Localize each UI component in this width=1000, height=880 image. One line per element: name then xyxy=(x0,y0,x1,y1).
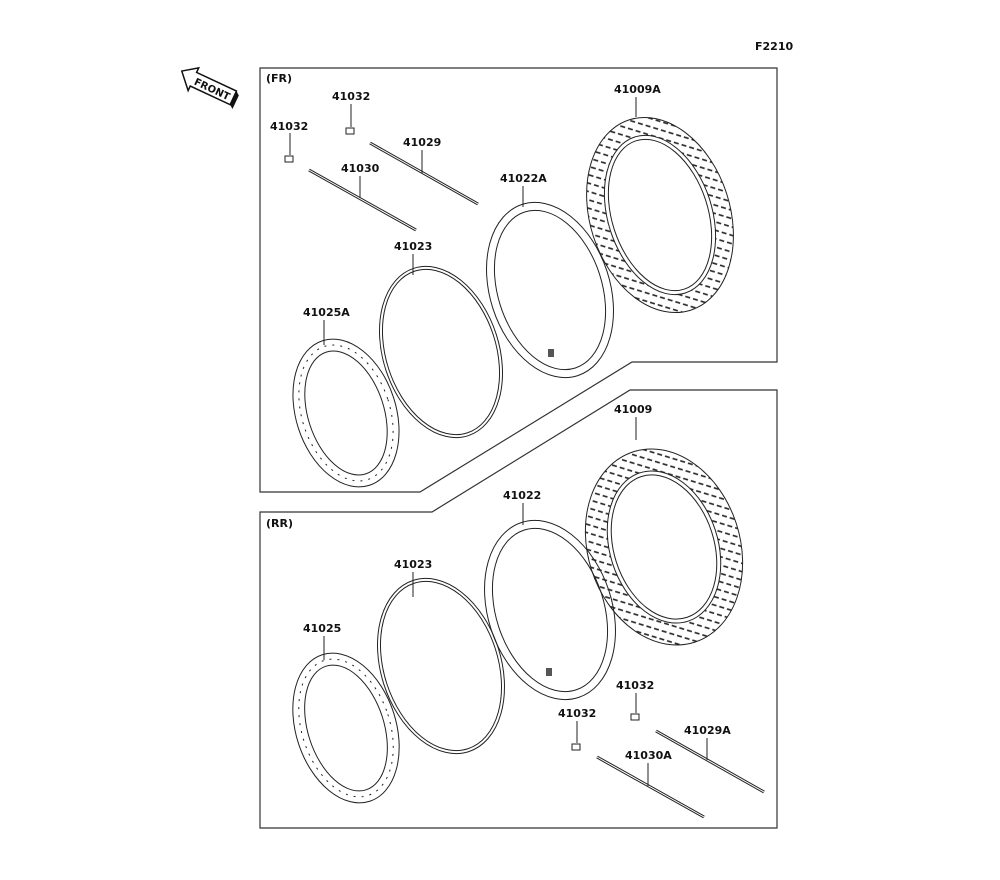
svg-text:41022A: 41022A xyxy=(500,172,547,185)
svg-text:41032: 41032 xyxy=(616,679,654,692)
svg-text:41025A: 41025A xyxy=(303,306,350,319)
rear-spoke-inner: 41030A xyxy=(596,749,705,819)
front-valve-cap-a: 41032 xyxy=(332,90,370,135)
front-rim: 41025A xyxy=(292,306,400,488)
front-valve-cap-b: 41032 xyxy=(270,120,308,163)
svg-text:41029: 41029 xyxy=(403,136,441,149)
svg-text:41023: 41023 xyxy=(394,558,432,571)
svg-text:41023: 41023 xyxy=(394,240,432,253)
rear-tire: 41009 xyxy=(584,403,744,646)
svg-text:41025: 41025 xyxy=(303,622,341,635)
rear-rim: 41025 xyxy=(292,622,400,804)
front-tire: 41009A xyxy=(586,83,734,314)
svg-text:41009: 41009 xyxy=(614,403,652,416)
rear-rim-band: 41023 xyxy=(377,558,505,755)
rear-inner-tube: 41022 xyxy=(484,489,616,701)
front-section-title: (FR) xyxy=(266,72,292,85)
front-inner-tube: 41022A xyxy=(486,172,614,379)
diagram-code: F2210 xyxy=(755,40,793,53)
front-arrow-icon: FRONT xyxy=(180,66,239,110)
front-section-frame xyxy=(259,67,778,493)
rear-valve-cap-b: 41032 xyxy=(558,707,596,751)
rear-section-frame xyxy=(259,389,778,829)
svg-text:41032: 41032 xyxy=(332,90,370,103)
svg-text:41030A: 41030A xyxy=(625,749,672,762)
rear-section-title: (RR) xyxy=(266,517,293,530)
svg-text:41022: 41022 xyxy=(503,489,541,502)
front-spoke-outer: 41029 xyxy=(369,136,479,206)
svg-text:41032: 41032 xyxy=(558,707,596,720)
rear-spoke-outer: 41029A xyxy=(655,724,765,794)
front-spoke-inner: 41030 xyxy=(308,162,417,232)
svg-text:41029A: 41029A xyxy=(684,724,731,737)
svg-text:41032: 41032 xyxy=(270,120,308,133)
front-rim-band: 41023 xyxy=(378,240,504,439)
svg-text:41030: 41030 xyxy=(341,162,380,175)
svg-text:41009A: 41009A xyxy=(614,83,661,96)
rear-valve-cap-a: 41032 xyxy=(616,679,654,721)
